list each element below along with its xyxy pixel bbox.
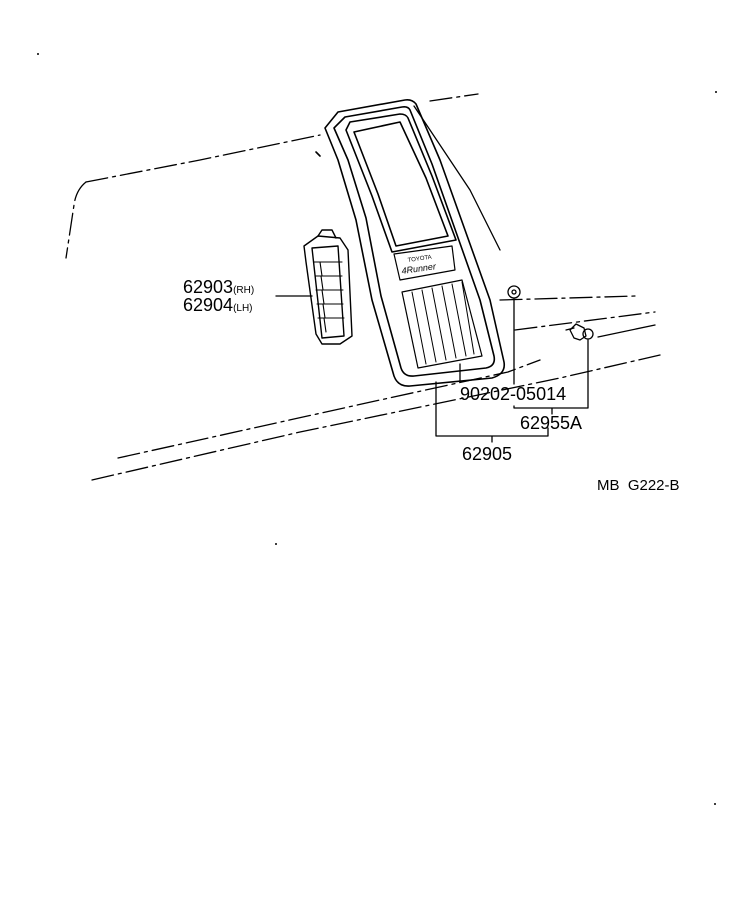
scan-specks [37,53,717,805]
front-pillar-line [65,181,87,259]
clip-shank [565,327,575,331]
belt-line-upper [499,295,637,301]
label-62904-side: (LH) [233,303,252,314]
rear-roof-line [413,105,501,251]
side-vent-louver [303,229,353,345]
bracket-62905 [435,363,549,443]
nut-part [507,285,521,299]
grille-frame [401,279,483,369]
vehicle-body-outline [65,93,661,481]
trim-window-inner [353,121,449,247]
label-90202: 90202-05014 [460,384,566,404]
vent-clip-top [317,229,337,239]
label-62955A: 62955A [520,413,582,433]
label-62903: 62903(RH) [183,277,254,297]
trim-window-outer [345,113,457,253]
nut-hole [511,289,517,295]
label-62904-number: 62904 [183,295,233,315]
panel-tick [315,151,321,157]
speck [37,53,39,55]
diagram-code: MB G222-B [597,477,680,494]
clip-part [565,323,594,341]
emblem-plate [393,245,456,281]
speck [715,91,717,93]
label-62903-side: (RH) [233,285,254,296]
bracket-62955A [513,339,589,415]
vent-inner [311,245,345,339]
roof-line [85,134,321,183]
trim-panel-outer [324,99,506,387]
part-labels: 62903(RH) 62904(LH) 90202-05014 62955A 6… [183,277,680,494]
clip-head [569,323,587,341]
roof-line-rear [429,93,479,102]
grille-slats [411,281,475,365]
vent-outer [303,235,353,345]
speck [275,543,277,545]
vent-slats [313,261,345,333]
body-line-mid-2 [597,324,656,338]
label-62903-number: 62903 [183,277,233,297]
speck [714,803,716,805]
body-line-lower-2 [91,354,661,481]
emblem-model-text: 4Runner [401,261,438,276]
belt-line-mid [514,311,656,331]
trim-panel-inner-1 [333,106,496,377]
label-62904: 62904(LH) [183,295,253,315]
nut-circle [507,285,521,299]
leader-lines [275,295,589,443]
label-62905: 62905 [462,444,512,464]
emblem-brand-text: TOYOTA [407,255,432,264]
quarter-trim-panel [315,99,506,387]
body-line-lower-1 [117,359,541,459]
clip-washer [582,328,594,340]
